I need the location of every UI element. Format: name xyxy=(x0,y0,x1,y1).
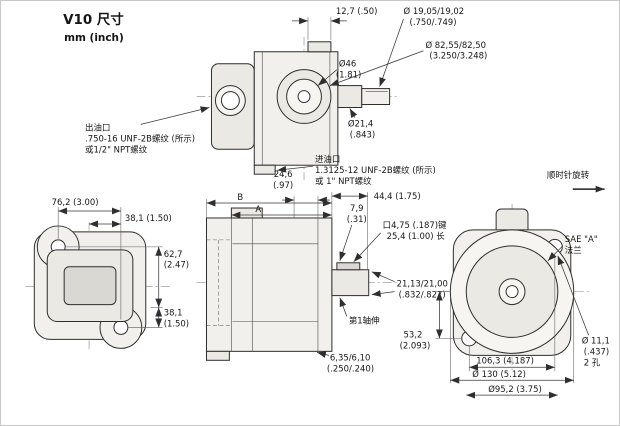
dim-53-2-1: 53,2 xyxy=(404,329,423,339)
shaft-side xyxy=(331,269,370,297)
outlet-port-bore xyxy=(220,91,240,110)
dim-38-1-bot-2: (1.50) xyxy=(164,318,189,328)
pump-body-side xyxy=(205,217,333,352)
outlet-note-2: .750-16 UNF-2B螺纹 (所示) xyxy=(85,133,195,143)
dim-shaft-dia-2: (.750/.749) xyxy=(410,17,457,27)
shaft-rear-circle xyxy=(505,285,519,299)
dim-pilot-dia-1: Ø 82,55/82,50 xyxy=(425,40,486,50)
top-tab xyxy=(307,41,332,53)
dim-shaft-dia-1: Ø 19,05/19,02 xyxy=(404,6,465,16)
dim-step-dia-1: Ø21,4 xyxy=(348,118,373,128)
dim-pilot-dia-2: (3.250/3.248) xyxy=(429,51,487,61)
top-view xyxy=(196,36,400,181)
dim-seal-dia-2: (1.81) xyxy=(336,70,361,80)
dim-b: B xyxy=(237,192,243,202)
dim-shaft-side-1: 21,13/21,00 xyxy=(397,279,448,289)
outlet-note-3: 或1/2" NPT螺纹 xyxy=(85,144,148,154)
inlet-boss xyxy=(253,164,276,175)
rear-view xyxy=(439,204,591,374)
shaft-step xyxy=(337,85,363,108)
outlet-note-1: 出油口 xyxy=(85,122,110,132)
dim-95-2: Ø95,2 (3.75) xyxy=(488,384,542,394)
dim-62-7-1: 62,7 xyxy=(164,249,183,259)
front-view-dimensions: 76,2 (3.00) 38,1 (1.50) 62,7 (2.47) 38,1… xyxy=(52,197,189,328)
dim-38-1-bot-1: 38,1 xyxy=(164,308,183,318)
dim-6-35-2: (.250/.240) xyxy=(327,363,374,373)
drawing-units: mm (inch) xyxy=(64,32,124,44)
dim-38-1-top: 38,1 (1.50) xyxy=(125,213,172,223)
bolt-hole-bottom xyxy=(113,319,129,335)
port-recess xyxy=(63,266,117,306)
side-view xyxy=(196,207,400,361)
dim-62-7-2: (2.47) xyxy=(164,260,189,270)
holes-note-1: Ø 11,1 xyxy=(582,335,610,345)
dim-24-6-2: (.97) xyxy=(273,180,293,190)
holes-note-3: 2 孔 xyxy=(584,357,601,367)
dim-step-dia-2: (.843) xyxy=(350,129,375,139)
shaft-ext-note: 第1轴伸 xyxy=(349,315,380,325)
flange-note-1: SAE "A" xyxy=(565,234,598,244)
bottom-tab xyxy=(205,350,230,361)
shaft-key xyxy=(336,262,361,271)
key-note-2: 25,4 (1.00) 长 xyxy=(387,231,446,241)
top-view-dimensions: 12,7 (.50) Ø 19,05/19,02 (.750/.749) Ø 8… xyxy=(85,6,487,186)
dim-24-6-1: 24,6 xyxy=(274,169,293,179)
side-view-dimensions: 24,6 (.97) B A 44,4 (1.75) 7,9 (.31) 口4,… xyxy=(206,169,448,373)
dim-130: Ø 130 (5.12) xyxy=(472,369,526,379)
dim-6-35-1: 6,35/6,10 xyxy=(330,352,371,362)
inlet-note-2: 1.3125-12 UNF-2B螺纹 (所示) xyxy=(315,165,436,175)
rotation-note: 顺时针旋转 xyxy=(547,170,590,180)
rear-view-dimensions: 顺时针旋转 SAE "A" 法兰 Ø 11,1 (.437) 2 孔 53,2 … xyxy=(400,170,610,399)
dim-53-2-2: (2.093) xyxy=(400,340,431,350)
front-view xyxy=(25,221,171,350)
drawing-title: V10 尺寸 xyxy=(63,11,124,28)
holes-note-2: (.437) xyxy=(584,346,609,356)
shaft-center-circle xyxy=(297,90,311,104)
dim-76-2: 76,2 (3.00) xyxy=(52,197,99,207)
flange-note-2: 法兰 xyxy=(565,245,582,255)
shaft-end xyxy=(361,88,391,106)
dim-7-9-2: (.31) xyxy=(347,214,367,224)
dim-a: A xyxy=(255,204,261,214)
dim-106-3: 106,3 (4.187) xyxy=(476,355,534,365)
key-note-1: 口4,75 (.187)键 xyxy=(383,220,447,230)
dim-7-9-1: 7,9 xyxy=(350,203,363,213)
dim-44-4: 44,4 (1.75) xyxy=(374,191,421,201)
dim-shaft-side-2: (.832/.827) xyxy=(399,290,446,300)
dim-seal-dia-1: Ø46 xyxy=(339,59,356,69)
inlet-note-3: 或 1" NPT螺纹 xyxy=(315,176,372,186)
inlet-note-1: 进油口 xyxy=(315,154,340,164)
dim-tab-width: 12,7 (.50) xyxy=(336,6,378,16)
